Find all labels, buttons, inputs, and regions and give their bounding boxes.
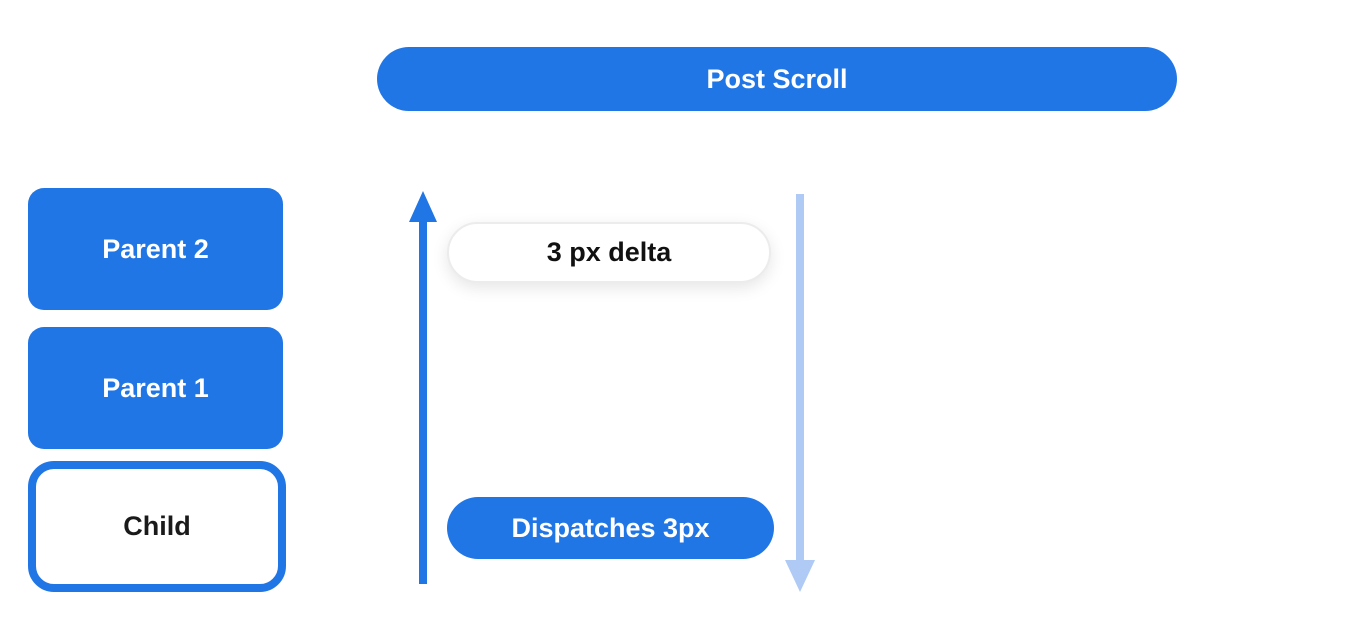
- downward-scroll-arrow-icon: [785, 194, 815, 592]
- parent-1-box: Parent 1: [28, 327, 283, 449]
- parent-2-box: Parent 2: [28, 188, 283, 310]
- post-scroll-pill: Post Scroll: [377, 47, 1177, 111]
- dispatch-pill: Dispatches 3px: [447, 497, 774, 559]
- post-scroll-label: Post Scroll: [706, 63, 848, 94]
- upward-scroll-arrow-icon: [409, 191, 437, 584]
- delta-pill: 3 px delta: [447, 222, 771, 283]
- parent-2-label: Parent 2: [102, 233, 209, 264]
- dispatch-label: Dispatches 3px: [511, 512, 710, 543]
- parent-1-label: Parent 1: [102, 372, 209, 403]
- child-label: Child: [123, 511, 191, 541]
- delta-label: 3 px delta: [546, 237, 672, 267]
- child-box: Child: [28, 461, 286, 592]
